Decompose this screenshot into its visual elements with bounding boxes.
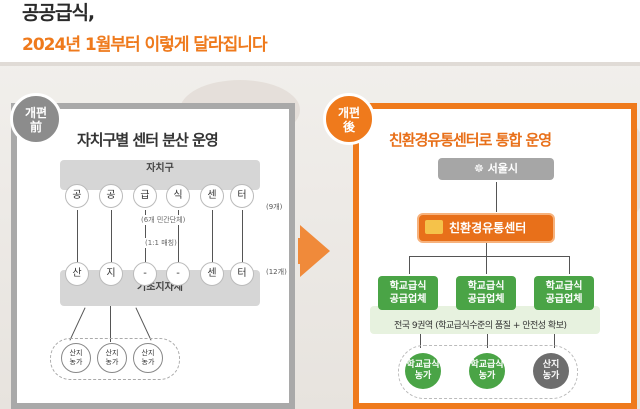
connector-line <box>496 182 497 212</box>
farm-arrow <box>487 334 488 348</box>
after-title: 친환경유통센터로 통합 운영 <box>389 131 552 149</box>
district-node: 센 <box>200 184 224 208</box>
district-bar-label: 자치구 <box>146 163 174 174</box>
local-node: 산 <box>65 262 89 286</box>
divider <box>0 62 640 66</box>
connector-line <box>178 210 179 262</box>
farm-label: 학교급식 <box>470 360 504 370</box>
before-panel: 자치구별 센터 분산 운영 <box>11 103 295 409</box>
box-icon <box>425 220 443 234</box>
district-node: 터 <box>230 184 254 208</box>
farm-label: 농가 <box>542 371 560 381</box>
district-node: 급 <box>133 184 157 208</box>
seoul-label: 서울시 <box>487 162 519 175</box>
farm-label: 산지 <box>69 349 83 357</box>
district-node: 식 <box>166 184 190 208</box>
transition-arrow-icon <box>300 225 330 277</box>
before-badge: 개편 前 <box>10 93 62 145</box>
connector-line <box>409 256 410 274</box>
connector-line <box>111 210 112 262</box>
local-node: 터 <box>230 262 254 286</box>
local-node: - <box>133 262 157 286</box>
farm-arrow <box>420 334 421 348</box>
local-node: - <box>166 262 190 286</box>
local-count: (12개) <box>266 268 287 276</box>
local-gov-bar-label: 기초지자체 <box>137 282 183 293</box>
after-badge-bottom: 後 <box>342 120 355 134</box>
farm-label: 농가 <box>414 371 432 381</box>
farm-label: 산지 <box>542 360 560 370</box>
nationwide-band <box>370 306 600 334</box>
district-bar: 자치구 <box>60 160 260 190</box>
supplier-label: 공급업체 <box>467 294 505 305</box>
supplier-label: 학교급식 <box>467 281 505 292</box>
page-subtitle: 2024년 1월부터 이렇게 달라집니다 <box>22 35 268 55</box>
header: 공공급식, 2024년 1월부터 이렇게 달라집니다 <box>0 0 640 62</box>
connector-line <box>145 210 146 262</box>
district-count: (9개) <box>266 203 283 211</box>
connector-line <box>409 256 569 257</box>
matching-note: (1:1 매칭) <box>144 238 178 248</box>
farm-label: 학교급식 <box>406 360 440 370</box>
farm-label: 농가 <box>105 358 119 366</box>
connector-line <box>212 210 213 262</box>
farm-label: 농가 <box>478 371 496 381</box>
supplier-label: 공급업체 <box>389 294 427 305</box>
farm-group <box>398 345 578 399</box>
connector-line <box>569 256 570 274</box>
connector-line <box>77 210 78 262</box>
seoul-box: ☸ 서울시 <box>438 158 554 180</box>
farm-label: 산지 <box>141 349 155 357</box>
connector-line <box>242 210 243 262</box>
farm-label: 농가 <box>141 358 155 366</box>
district-node: 공 <box>99 184 123 208</box>
distribution-center-label: 친환경유통센터 <box>449 221 527 235</box>
local-gov-bar: 기초지자체 <box>60 270 260 306</box>
connector-line <box>486 243 487 274</box>
farm-label: 농가 <box>69 358 83 366</box>
before-title: 자치구별 센터 분산 운영 <box>77 131 219 149</box>
farm-group <box>50 338 180 380</box>
before-badge-top: 개편 <box>24 106 48 120</box>
farm-label: 산지 <box>105 349 119 357</box>
after-badge-top: 개편 <box>337 106 361 120</box>
farm-arrow <box>110 306 111 342</box>
seoul-icon: ☸ <box>473 162 488 175</box>
district-node: 공 <box>65 184 89 208</box>
nationwide-note: 전국 9권역 (학교급식수준의 품질 + 안전성 확보) <box>394 321 567 331</box>
page-title: 공공급식, <box>22 2 95 24</box>
supplier-label: 공급업체 <box>545 294 583 305</box>
local-node: 센 <box>200 262 224 286</box>
local-node: 지 <box>99 262 123 286</box>
supplier-label: 학교급식 <box>389 281 427 292</box>
before-badge-bottom: 前 <box>29 120 42 134</box>
after-badge: 개편 後 <box>323 93 375 145</box>
farm-arrow <box>554 334 555 348</box>
supplier-label: 학교급식 <box>545 281 583 292</box>
private-group-note: (6개 민간단체) <box>140 215 187 225</box>
